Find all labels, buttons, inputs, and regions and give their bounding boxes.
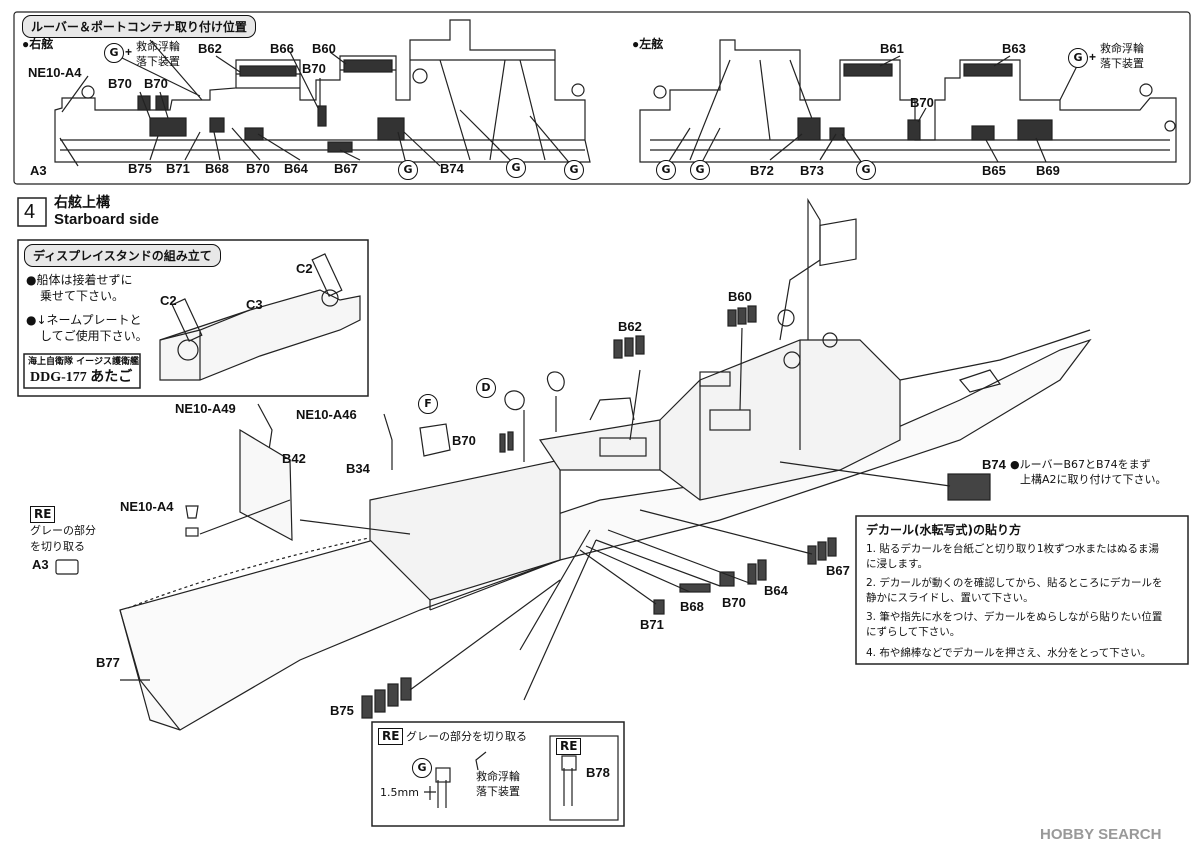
part-B64-main: B64 — [764, 583, 788, 598]
part-B60-main: B60 — [728, 289, 752, 304]
part-B77-main: B77 — [96, 655, 120, 670]
stand-note-1b: 乗せて下さい。 — [40, 289, 125, 303]
plus-sign-port: + — [1089, 50, 1097, 64]
part-A3-top: A3 — [30, 163, 47, 178]
re-badge-b78: RE — [556, 738, 582, 755]
watermark-logo: HOBBY SEARCH — [1040, 826, 1162, 843]
part-B67-top: B67 — [334, 161, 358, 176]
stand-note-2b: してご使用下さい。 — [40, 329, 148, 343]
part-NE10-A4-main: NE10-A4 — [120, 499, 174, 514]
decal-step-1b: に浸します。 — [866, 558, 928, 570]
rescue-label-port-1: 救命浮輪 — [1100, 42, 1144, 55]
part-B34: B34 — [346, 461, 370, 476]
step-number: 4 — [24, 201, 36, 223]
step-title-en: Starboard side — [54, 211, 160, 228]
part-B74-main: B74 — [982, 457, 1006, 472]
part-B69-top: B69 — [1036, 163, 1060, 178]
decal-step-1: 1. 貼るデカールを台紙ごと切り取り1枚ずつ水またはぬるま湯 — [866, 543, 1160, 555]
part-B65-top: B65 — [982, 163, 1006, 178]
g-mark-bottom: G — [412, 758, 432, 778]
part-B74-top: B74 — [440, 161, 464, 176]
g-mark-starboard-4: G — [564, 160, 584, 180]
top-panel-title: ルーバー＆ポートコンテナ取り付け位置 — [22, 15, 256, 38]
part-B70-top-4: B70 — [302, 61, 326, 76]
decal-step-2: 2. デカールが動くのを確認してから、貼るところにデカールを — [866, 577, 1163, 589]
g-mark-starboard-2: G — [398, 160, 418, 180]
part-B71-main: B71 — [640, 617, 664, 632]
part-F-circle: F — [418, 394, 438, 414]
g-mark-starboard-3: G — [506, 158, 526, 178]
part-D-circle: D — [476, 378, 496, 398]
rescue-label-starboard-2: 落下装置 — [136, 55, 180, 68]
bottom-dimension: 1.5mm — [380, 786, 419, 799]
part-B60-top: B60 — [312, 41, 336, 56]
plus-sign: + — [125, 45, 133, 59]
bottom-rescue-1: 救命浮輪 — [476, 770, 520, 783]
part-B75-top: B75 — [128, 161, 152, 176]
part-NE10-A49: NE10-A49 — [175, 401, 236, 416]
part-B42: B42 — [282, 451, 306, 466]
part-B61-top: B61 — [880, 41, 904, 56]
part-B70-top-1: B70 — [108, 76, 132, 91]
part-B72-top: B72 — [750, 163, 774, 178]
b74-note-2: 上構A2に取り付けて下さい。 — [1020, 473, 1167, 486]
part-B67-main: B67 — [826, 563, 850, 578]
part-B68-main: B68 — [680, 599, 704, 614]
starboard-side-label: ●右舷 — [22, 37, 54, 51]
part-A3-main: A3 — [32, 557, 49, 572]
step-title-jp: 右舷上構 — [54, 194, 110, 210]
decal-step-3: 3. 筆や指先に水をつけ、デカールをぬらしながら貼りたい位置 — [866, 611, 1163, 623]
decal-title: デカール(水転写式)の貼り方 — [866, 523, 1021, 537]
part-B70-port: B70 — [910, 95, 934, 110]
stand-note-1a: ●船体は接着せずに — [26, 273, 133, 287]
re-badge-bottom: RE — [378, 728, 404, 745]
g-mark-port-3: G — [856, 160, 876, 180]
part-B73-top: B73 — [800, 163, 824, 178]
bottom-rescue-2: 落下装置 — [476, 785, 520, 798]
decal-step-2b: 静かにスライドし、置いて下さい。 — [866, 592, 1034, 604]
part-B71-top: B71 — [166, 161, 190, 176]
decal-step-3b: にずらして下さい。 — [866, 626, 961, 638]
part-B78: B78 — [586, 765, 610, 780]
part-C2-left: C2 — [160, 293, 177, 308]
part-B66-top: B66 — [270, 41, 294, 56]
decal-step-4: 4. 布や綿棒などでデカールを押さえ、水分をとって下さい。 — [866, 647, 1152, 659]
stand-note-2a: ●↓ネームプレートと — [26, 313, 142, 327]
part-C3: C3 — [246, 297, 263, 312]
re-badge-left: RE — [30, 506, 56, 523]
port-side-label: ●左舷 — [632, 37, 664, 51]
re-cut-line2: を切り取る — [30, 540, 85, 553]
name-plate-line1: 海上自衛隊 イージス護衛艦 — [28, 357, 139, 367]
part-B62-top: B62 — [198, 41, 222, 56]
part-B70-main-1: B70 — [452, 433, 476, 448]
re-cut-line1: グレーの部分 — [30, 524, 96, 537]
part-NE10-A46: NE10-A46 — [296, 407, 357, 422]
part-B70-main-2: B70 — [722, 595, 746, 610]
g-mark-starboard: G — [104, 43, 124, 63]
rescue-label-port-2: 落下装置 — [1100, 57, 1144, 70]
g-mark-port-4: G — [1068, 48, 1088, 68]
g-mark-port-2: G — [690, 160, 710, 180]
name-plate-line2: DDG-177 あたご — [30, 370, 133, 385]
part-C2-right: C2 — [296, 261, 313, 276]
part-B64-top: B64 — [284, 161, 308, 176]
part-B68-top: B68 — [205, 161, 229, 176]
part-B70-top-3: B70 — [246, 161, 270, 176]
g-mark-port-1: G — [656, 160, 676, 180]
part-B70-top-2: B70 — [144, 76, 168, 91]
part-B75-main: B75 — [330, 703, 354, 718]
part-B63-top: B63 — [1002, 41, 1026, 56]
b74-note-1: ●ルーバーB67とB74をまず — [1010, 458, 1151, 471]
bottom-cut-text: グレーの部分を切り取る — [406, 730, 527, 743]
part-NE10-A4-top: NE10-A4 — [28, 65, 82, 80]
part-B62-main: B62 — [618, 319, 642, 334]
display-stand-title: ディスプレイスタンドの組み立て — [24, 244, 221, 267]
rescue-label-starboard-1: 救命浮輪 — [136, 40, 180, 53]
